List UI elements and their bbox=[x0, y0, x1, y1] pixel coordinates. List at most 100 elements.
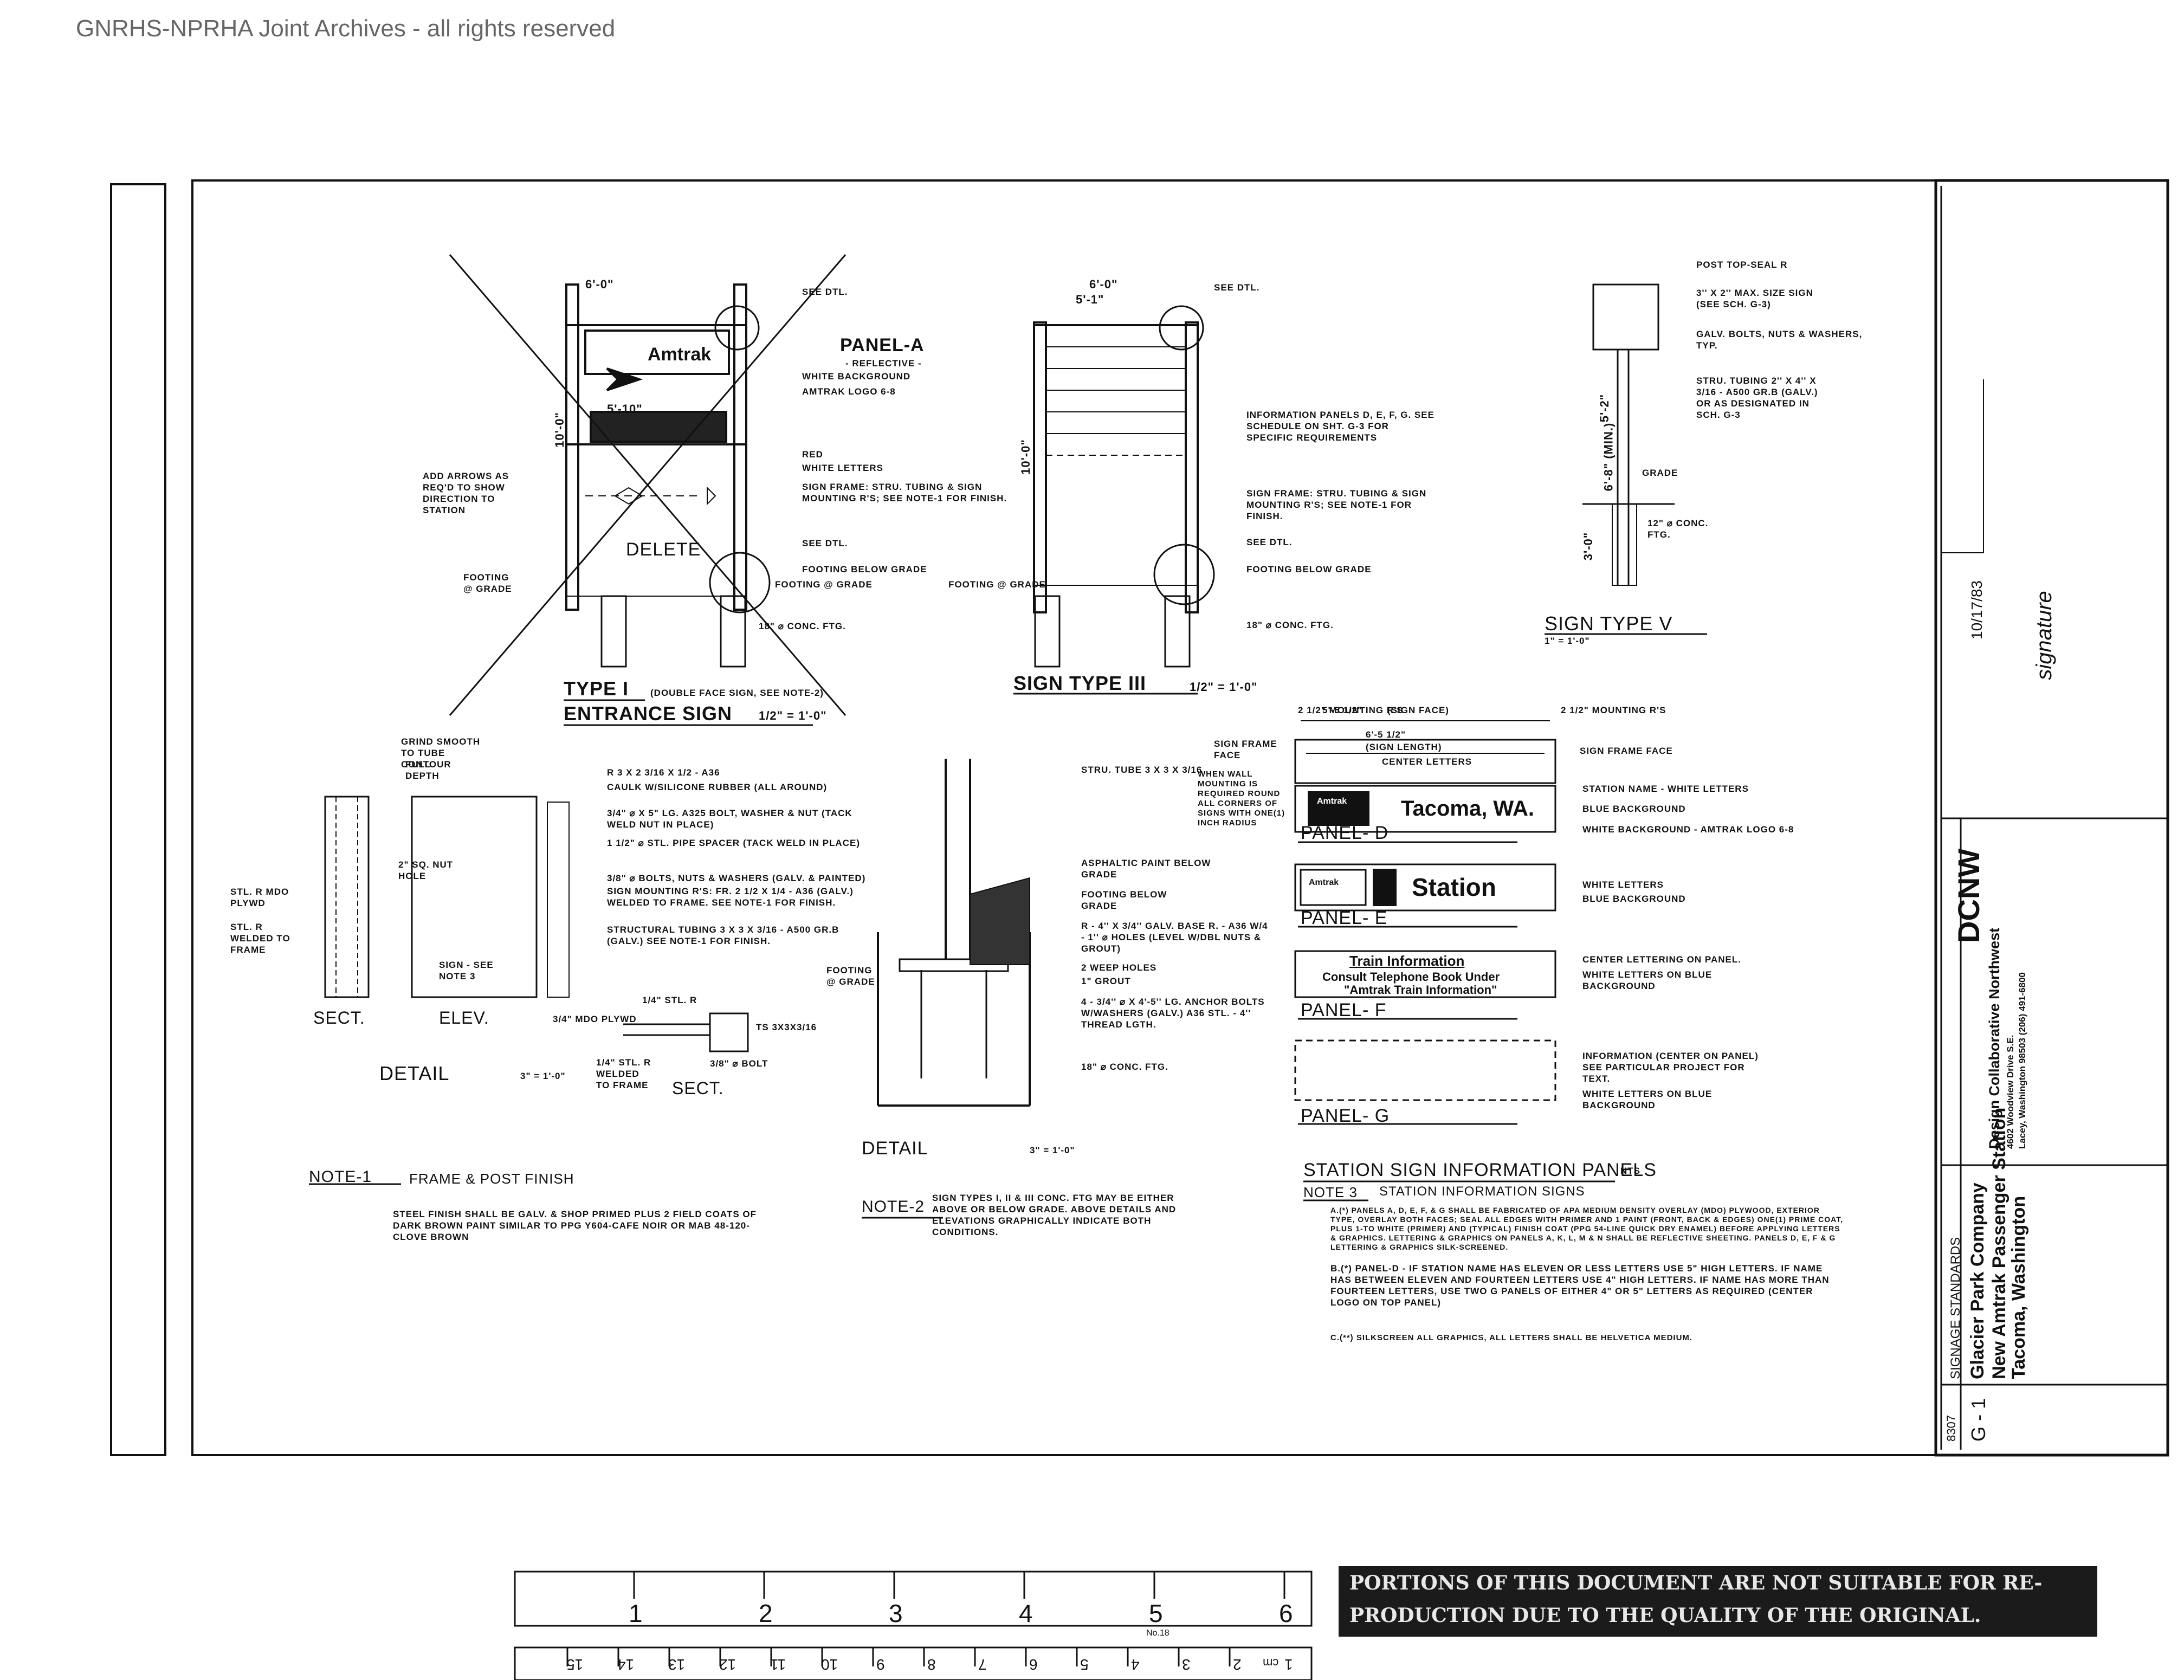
titleblock-location: Tacoma, Washington bbox=[2008, 1196, 2029, 1379]
type5-callout-tubing: STRU. TUBING 2'' x 4'' x 3/16 - A500 GR.… bbox=[1696, 376, 1818, 420]
type1-dim-inner: 5'-10" bbox=[607, 402, 643, 416]
panels-nts: NTS bbox=[1620, 1166, 1640, 1176]
ruler-cm-13: 13 bbox=[668, 1656, 686, 1673]
ruler-inch-4: 4 bbox=[1019, 1599, 1033, 1627]
panels-dim-length-label: (SIGN LENGTH) bbox=[1366, 742, 1442, 752]
type5-callout-bolts: GALV. BOLTS, NUTS & WASHERS, TYP. bbox=[1696, 329, 1863, 351]
type5-dim-lower: 3'-0" bbox=[1581, 532, 1595, 561]
panel-g-callout-white: WHITE LETTERS ON BLUE BACKGROUND bbox=[1582, 1089, 1713, 1110]
type1-callout-conc-ftg: 18" ⌀ CONC. FTG. bbox=[759, 621, 846, 631]
detail1-callout-welded-2: 1/4" STL. R WELDED TO FRAME bbox=[596, 1057, 651, 1090]
type5-scale: 1" = 1'-0" bbox=[1545, 636, 1590, 646]
panel-f-line3: "Amtrak Train Information" bbox=[1344, 983, 1497, 997]
note3-a: A.(*) PANELS A, D, E, F, & G SHALL BE FA… bbox=[1330, 1206, 1844, 1251]
type1-callout-see-dtl: SEE DTL. bbox=[802, 287, 848, 297]
panels-dim-face: 5'-5 1/2" bbox=[1322, 705, 1363, 715]
detail1-callout-bolt-2: 3/8" ⌀ BOLT bbox=[710, 1058, 768, 1069]
titleblock-project: New Amtrak Passenger Station bbox=[1989, 1107, 2009, 1379]
type1-callout-white-bg: WHITE BACKGROUND bbox=[802, 371, 911, 382]
detail1-title: DETAIL bbox=[379, 1062, 450, 1084]
ruler-cm-5: 5 bbox=[1080, 1656, 1089, 1673]
stamp-band bbox=[1339, 1566, 2097, 1637]
detail1-elev: ELEV. bbox=[439, 1008, 489, 1028]
panels-dim-length: 6'-5 1/2" bbox=[1366, 729, 1406, 740]
panel-a-label: PANEL-A bbox=[840, 335, 925, 356]
titleblock-firm: DCNW bbox=[1952, 848, 1986, 943]
ruler-cm-label: cm bbox=[1263, 1656, 1279, 1670]
titleblock-section: SIGNAGE STANDARDS bbox=[1948, 1237, 1963, 1379]
detail1-callout-mdo: 3/4" MDO PLYWD bbox=[553, 1014, 637, 1024]
detail1-scale: 3" = 1'-0" bbox=[520, 1071, 566, 1081]
detail1-callout-tubing: STRUCTURAL TUBING 3 x 3 x 3/16 - A500 GR… bbox=[607, 925, 839, 946]
note2-text: SIGN TYPES I, II & III CONC. FTG MAY BE … bbox=[932, 1193, 1177, 1237]
type3-scale: 1/2" = 1'-0" bbox=[1190, 680, 1258, 694]
type5-dim-upper: 5'-2" bbox=[1598, 393, 1612, 423]
detail2-callout-conc: 18" ⌀ CONC. FTG. bbox=[1081, 1062, 1168, 1072]
type5-callout-sign-size: 3'' x 2'' MAX. SIZE SIGN (SEE SCH. G-3) bbox=[1696, 288, 1813, 309]
detail2-callout-tube: STRU. TUBE 3 x 3 x 3/16 bbox=[1081, 765, 1203, 775]
panel-e-callout-blue: BLUE BACKGROUND bbox=[1582, 894, 1686, 904]
panel-d-outline bbox=[1294, 739, 1556, 784]
ruler-cm-12: 12 bbox=[719, 1656, 736, 1673]
panel-e-label: PANEL- E bbox=[1301, 908, 1388, 928]
detail1-callout-grind: GRIND SMOOTH TO TUBE CONTOUR bbox=[401, 736, 481, 770]
left-margin-strip bbox=[110, 183, 166, 1456]
note3-heading: STATION INFORMATION SIGNS bbox=[1379, 1184, 1585, 1199]
detail1-sect-a: SECT. bbox=[313, 1008, 365, 1028]
panels-top-callout-frame-right: SIGN FRAME FACE bbox=[1580, 746, 1673, 756]
type1-scale: 1/2" = 1'-0" bbox=[759, 709, 827, 722]
panels-top-callout-mounting-right: 2 1/2" MOUNTING R'S bbox=[1561, 705, 1666, 715]
type1-note-ref: (DOUBLE FACE SIGN, SEE NOTE-2) bbox=[650, 688, 824, 698]
ruler-cm-2: 2 bbox=[1233, 1656, 1242, 1673]
type1-dim-height: 10'-0" bbox=[552, 412, 566, 448]
detail1-callout-stl-mdo: STL. R MDO PLYWD bbox=[230, 887, 289, 908]
ruler-inch-3: 3 bbox=[889, 1599, 903, 1627]
panel-d-callout-name: STATION NAME - WHITE LETTERS bbox=[1582, 784, 1749, 794]
panel-a-amtrak-text: Amtrak bbox=[648, 344, 712, 365]
type3-callout-footing-grade: FOOTING @ GRADE bbox=[948, 579, 1046, 590]
type1-left-note: ADD ARROWS AS REQ'D TO SHOW DIRECTION TO… bbox=[423, 471, 509, 515]
detail1-callout-nut-hole: 2" SQ. NUT HOLE bbox=[398, 860, 454, 881]
panel-d-callout-blue: BLUE BACKGROUND bbox=[1582, 804, 1686, 814]
stamp-line2: PRODUCTION DUE TO THE QUALITY OF THE ORI… bbox=[1349, 1604, 1981, 1627]
type3-callout-footing-below: FOOTING BELOW GRADE bbox=[1246, 564, 1372, 574]
note3-b: B.(*) PANEL-D - IF STATION NAME HAS ELEV… bbox=[1330, 1263, 1830, 1308]
ruler-cm-10: 10 bbox=[821, 1656, 838, 1673]
detail1-callout-caulk: CAULK W/SILICONE RUBBER (ALL AROUND) bbox=[607, 782, 828, 792]
type1-footing-note: FOOTING @ GRADE bbox=[463, 572, 512, 594]
ruler-inch-1: 1 bbox=[629, 1599, 643, 1627]
ruler-inch-5: 5 bbox=[1149, 1599, 1163, 1627]
detail2-callout-anchor: 4 - 3/4'' ⌀ x 4'-5'' LG. ANCHOR BOLTS W/… bbox=[1081, 997, 1265, 1030]
type5-callout-conc-ftg: 12" ⌀ CONC. FTG. bbox=[1647, 518, 1709, 540]
type3-title: SIGN TYPE III bbox=[1013, 672, 1147, 694]
panel-f-label: PANEL- F bbox=[1301, 1000, 1387, 1020]
panel-g-label: PANEL- G bbox=[1301, 1106, 1390, 1126]
type1-callout-frame: SIGN FRAME: STRU. TUBING & SIGN MOUNTING… bbox=[802, 482, 1007, 503]
panels-top-callout-mounting-left: 2 1/2" MOUNTING R'S bbox=[1298, 705, 1404, 715]
ruler-cm-9: 9 bbox=[876, 1656, 885, 1673]
detail2-callout-footing: FOOTING BELOW GRADE bbox=[1081, 889, 1167, 911]
detail1-callout-plate: R 3 x 2 3/16 x 1/2 - A36 bbox=[607, 767, 720, 778]
type3-callout-conc-ftg: 18" ⌀ CONC. FTG. bbox=[1246, 620, 1334, 630]
panel-e-callout-white: WHITE LETTERS bbox=[1582, 880, 1664, 890]
type1-callout-red: RED bbox=[802, 449, 823, 460]
ruler-inch-2: 2 bbox=[759, 1599, 773, 1627]
panel-a-outline bbox=[584, 329, 730, 375]
sheet-border bbox=[191, 179, 2169, 1456]
note2-title: NOTE-2 bbox=[862, 1198, 925, 1216]
ruler-cm-11: 11 bbox=[770, 1656, 786, 1673]
ruler-cm-6: 6 bbox=[1029, 1656, 1038, 1673]
panel-f-line2: Consult Telephone Book Under bbox=[1322, 970, 1500, 984]
titleblock-client: Glacier Park Company bbox=[1967, 1183, 1988, 1379]
note3-title: NOTE 3 bbox=[1303, 1184, 1358, 1200]
panel-d-frame bbox=[1294, 785, 1556, 833]
ruler-cm-3: 3 bbox=[1182, 1656, 1191, 1673]
archive-watermark: GNRHS-NPRHA Joint Archives - all rights … bbox=[76, 15, 616, 42]
panel-e-text: Station bbox=[1412, 873, 1496, 901]
detail1-callout-stl-plate: 1/4" STL. R bbox=[642, 995, 697, 1005]
type3-callout-panels: INFORMATION PANELS D, E, F, G. SEE SCHED… bbox=[1246, 410, 1435, 443]
panel-f-frame bbox=[1294, 950, 1556, 998]
panel-d-logo: Amtrak bbox=[1317, 797, 1347, 806]
detail2-scale: 3" = 1'-0" bbox=[1030, 1145, 1075, 1155]
